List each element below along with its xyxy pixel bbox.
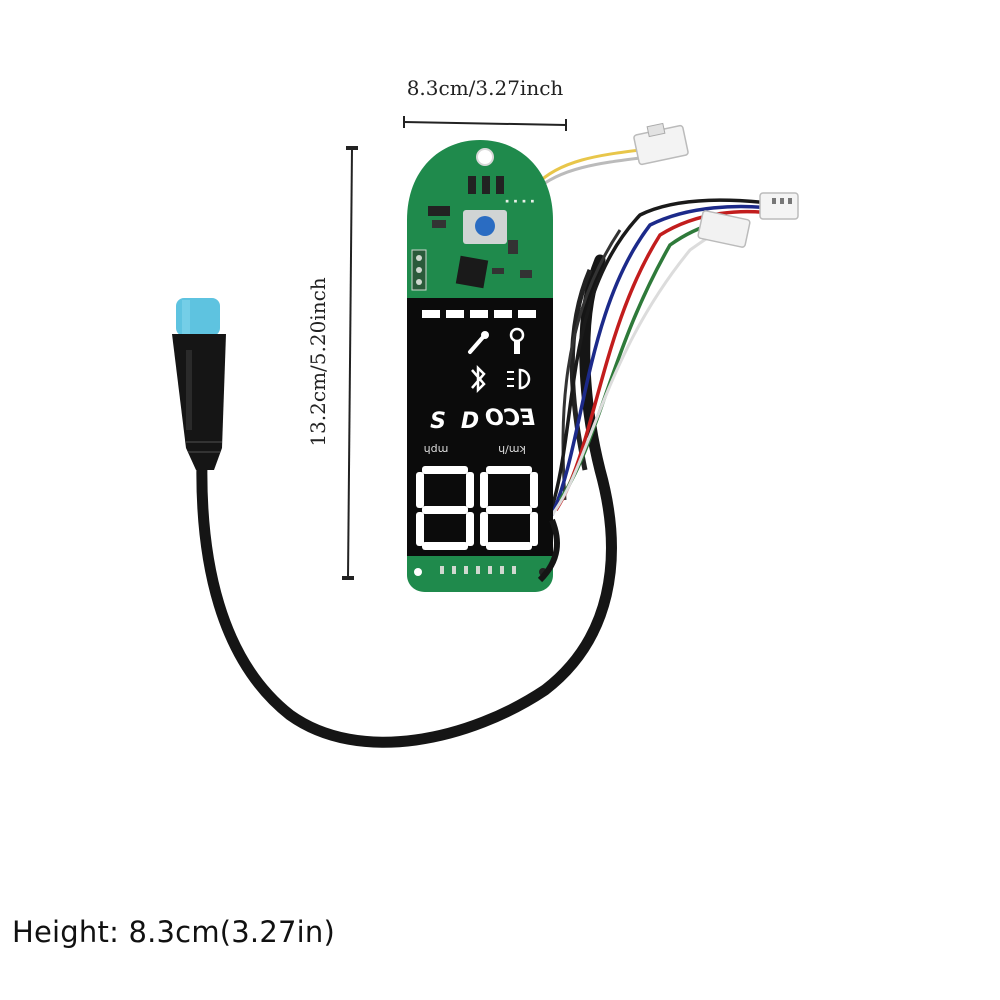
mode-d-label: D bbox=[461, 409, 479, 434]
mount-hole-bottom bbox=[414, 568, 422, 576]
caption-text: Height: 8.3cm(3.27in) bbox=[12, 915, 336, 949]
lock-icon bbox=[509, 327, 525, 354]
power-button[interactable] bbox=[475, 216, 495, 236]
height-dimension: 13.2cm/5.20inch bbox=[306, 146, 358, 580]
battery-indicator bbox=[422, 310, 536, 318]
unit-mph-label: mph bbox=[424, 443, 449, 456]
pcb-contact-pads bbox=[440, 566, 516, 574]
unit-kmh-label: km/h bbox=[498, 443, 526, 456]
mode-eco-label: ECO bbox=[485, 406, 535, 431]
lcd-display: ECO D S km/h mph bbox=[407, 298, 553, 592]
height-line bbox=[347, 147, 353, 579]
connector-body bbox=[172, 334, 226, 470]
mode-s-label: S bbox=[430, 409, 446, 434]
svg-text:▪ ▪ ▪ ▪: ▪ ▪ ▪ ▪ bbox=[505, 197, 535, 205]
height-label: 13.2cm/5.20inch bbox=[306, 277, 330, 446]
cable-connector-plug bbox=[172, 298, 226, 470]
bluetooth-icon bbox=[471, 364, 486, 394]
width-dimension: 8.3cm/3.27inch bbox=[403, 76, 567, 131]
width-line bbox=[403, 121, 567, 126]
headlight-icon bbox=[507, 368, 531, 390]
speed-digit-right bbox=[480, 466, 538, 550]
speed-digit-left bbox=[416, 466, 474, 550]
pcb-board: ▪ ▪ ▪ ▪ bbox=[407, 140, 553, 300]
white-connector-small bbox=[534, 122, 689, 192]
wrench-icon bbox=[468, 331, 489, 354]
width-label: 8.3cm/3.27inch bbox=[407, 76, 564, 100]
white-connector-large bbox=[697, 192, 799, 248]
